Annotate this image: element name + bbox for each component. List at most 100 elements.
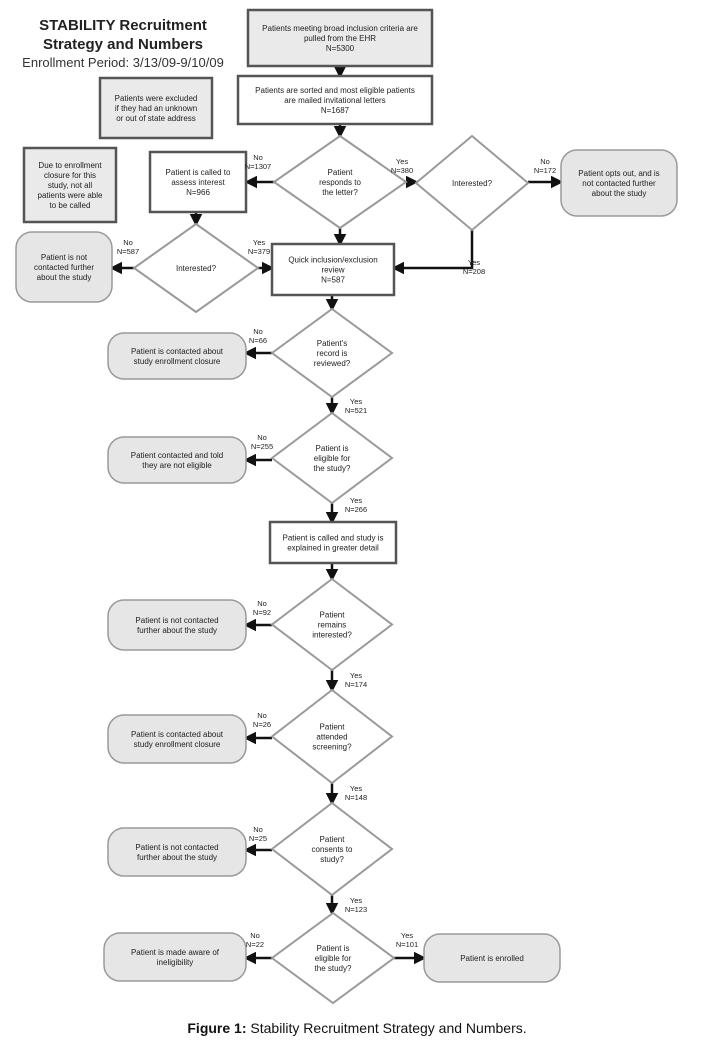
figure-caption: Figure 1: Stability Recruitment Strategy… xyxy=(0,1020,714,1036)
node-shape xyxy=(423,933,561,983)
node-text-line: Patient is not xyxy=(41,253,88,262)
edge-label-consents-yes: Yes xyxy=(350,896,362,905)
node-text-line: Patient xyxy=(320,835,346,844)
node-text-line: Patient xyxy=(320,723,346,732)
edge-label-remains-yes: Yes xyxy=(350,671,362,680)
node-text-line: about the study xyxy=(592,189,647,198)
node-text-line: explained in greater detail xyxy=(287,544,379,553)
node-text-line: further about the study xyxy=(137,853,217,862)
node-text-line: study enrollment closure xyxy=(134,357,221,366)
node-text-line: patients were able xyxy=(38,191,103,200)
edge-label-record-yes: Yes xyxy=(350,397,362,406)
flowchart-nodes: Patients meeting broad inclusion criteri… xyxy=(15,8,678,1005)
arrow-interested-letter-yes xyxy=(391,230,474,275)
node-text-line: if they had an unknown xyxy=(115,104,197,113)
node-text-line: screening? xyxy=(312,743,352,752)
node-shape xyxy=(103,932,247,982)
connectors xyxy=(109,66,564,965)
caption-text: Stability Recruitment Strategy and Numbe… xyxy=(246,1020,527,1036)
node-text-line: not contacted further xyxy=(582,179,656,188)
node-text-line: responds to xyxy=(319,178,361,187)
edge-label-attended-yes: N=148 xyxy=(345,793,367,802)
edge-label-interested-call-no: N=587 xyxy=(117,247,139,256)
node-shape xyxy=(270,242,396,297)
edge-label-responds-no: No xyxy=(253,153,263,162)
title-line-1: STABILITY Recruitment xyxy=(39,17,207,34)
node-text-line: N=5300 xyxy=(326,44,355,53)
edge-label-eligible1-no: N=255 xyxy=(251,442,273,451)
node-text-line: interested? xyxy=(312,631,352,640)
node-text-line: Patient xyxy=(320,611,346,620)
node-shape xyxy=(270,688,394,785)
edge-label-remains-yes: N=174 xyxy=(345,680,367,689)
edge-labels: NoN=1307YesN=380NoN=172YesN=208NoN=587Ye… xyxy=(117,153,556,949)
node-shape xyxy=(236,74,434,126)
node-shape xyxy=(270,577,394,672)
node-shape xyxy=(107,332,247,380)
node-text-line: Patient opts out, and is xyxy=(578,169,659,178)
node-shape xyxy=(107,599,247,651)
node-text-line: N=587 xyxy=(321,276,345,285)
node-shape xyxy=(22,146,118,224)
edge-label-eligible2-no: No xyxy=(250,931,260,940)
edge-label-remains-no: N=92 xyxy=(253,608,271,617)
node-text-line: Due to enrollment xyxy=(38,161,102,170)
node-shape xyxy=(246,8,434,68)
node-shape xyxy=(15,231,113,303)
edge-label-responds-no: N=1307 xyxy=(245,162,271,171)
edge-label-eligible1-no: No xyxy=(257,433,267,442)
node-shape xyxy=(270,411,394,505)
edge-label-attended-yes: Yes xyxy=(350,784,362,793)
edge-label-interested-call-yes: Yes xyxy=(253,238,265,247)
edge-label-interested-letter-yes: Yes xyxy=(468,258,480,267)
edge-label-eligible2-yes: N=101 xyxy=(396,940,418,949)
edge-label-eligible2-yes: Yes xyxy=(401,931,413,940)
node-shape xyxy=(98,76,214,140)
node-called-detail: Patient is called and study isexplained … xyxy=(268,520,398,565)
node-shape xyxy=(272,134,408,230)
node-text-line: they are not eligible xyxy=(142,461,212,470)
node-shape xyxy=(270,307,394,399)
node-text-line: assess interest xyxy=(171,178,225,187)
edge-label-record-no: N=66 xyxy=(249,336,267,345)
node-text-line: the study? xyxy=(315,964,352,973)
node-text-line: N=1687 xyxy=(321,106,350,115)
node-text-line: Quick inclusion/exclusion xyxy=(288,256,377,265)
edge-label-record-yes: N=521 xyxy=(345,406,367,415)
node-text-line: attended xyxy=(316,733,347,742)
diagram-title: STABILITY Recruitment Strategy and Numbe… xyxy=(22,17,224,70)
node-text-line: reviewed? xyxy=(314,359,351,368)
node-shape xyxy=(107,714,247,764)
node-text-line: contacted further xyxy=(34,263,94,272)
node-text-line: Patient contacted and told xyxy=(131,451,224,460)
enrollment-period: Enrollment Period: 3/13/09-9/10/09 xyxy=(22,55,224,70)
node-text-line: consents to xyxy=(312,845,353,854)
node-text-line: ineligibility xyxy=(157,958,193,967)
node-text-line: Patient's xyxy=(317,339,347,348)
node-text-line: eligible for xyxy=(315,954,352,963)
node-shape xyxy=(270,911,396,1005)
node-text-line: study enrollment closure xyxy=(134,740,221,749)
node-shape xyxy=(268,520,398,565)
edge-label-attended-no: No xyxy=(257,711,267,720)
edge-label-attended-no: N=26 xyxy=(253,720,271,729)
node-text-line: Interested? xyxy=(452,179,493,188)
node-shape xyxy=(414,134,530,232)
node-text-line: N=966 xyxy=(186,188,210,197)
edge-label-eligible2-no: N=22 xyxy=(246,940,264,949)
node-shape xyxy=(107,827,247,877)
node-ehr-pull: Patients meeting broad inclusion criteri… xyxy=(246,8,434,68)
node-text-line: Patient is contacted about xyxy=(131,730,224,739)
edge-label-eligible1-yes: Yes xyxy=(350,496,362,505)
node-text-line: Patient is not contacted xyxy=(135,616,218,625)
node-text-line: Patient is enrolled xyxy=(460,954,524,963)
